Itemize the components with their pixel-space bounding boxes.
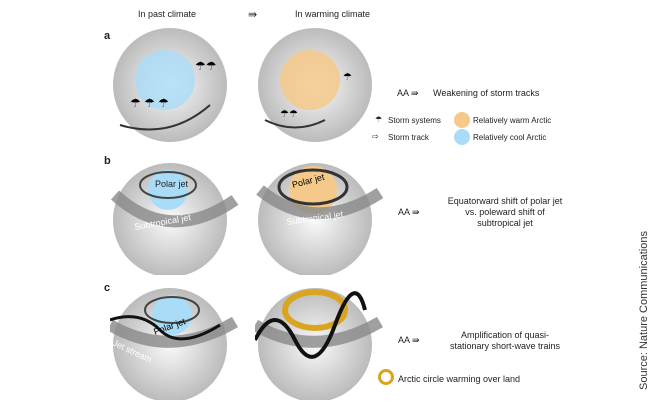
legend-cool: Relatively cool Arctic [473,133,547,142]
header-arrow: ⇛ [248,9,258,21]
panel-c-line: Amplification of quasi- [460,330,550,340]
legend-storm-systems: Storm systems [388,116,441,125]
legend-storm-track: Storm track [388,133,429,142]
svg-text:Polar jet: Polar jet [155,179,189,189]
cool-arctic [135,50,195,110]
source-credit: Source: Nature Communications [638,231,650,390]
warm-arctic [280,50,340,110]
panel-c-text: Amplification of quasi- stationary short… [430,330,580,352]
legend-arctic-land: Arctic circle warming over land [398,374,521,384]
cool-arctic-swatch [454,129,470,145]
panel-a-label: a [104,30,111,42]
arctic-land-swatch [378,369,394,385]
panel-c-line: stationary short-wave trains [449,341,561,351]
panel-b-line: Equatorward shift of polar jet [447,196,563,206]
svg-text:☂☂: ☂☂ [195,59,217,73]
storm-systems-icon: ☂ [375,115,383,124]
panel-b-label: b [104,155,111,167]
panel-b-text: Equatorward shift of polar jet vs. polew… [430,196,580,229]
warm-arctic-swatch [454,112,470,128]
panel-b-line: vs. poleward shift of [465,207,545,217]
panel-c-aa: AA ⇛ [398,335,420,345]
panel-a-aa: AA ⇛ [397,88,419,98]
svg-text:☂ ☂ ☂: ☂ ☂ ☂ [130,96,169,110]
globe-a-past: ☂ ☂ ☂ ☂☂ [113,28,227,142]
header-warming: In warming climate [295,9,371,19]
panel-b-line: subtropical jet [477,218,533,228]
svg-text:☂: ☂ [343,72,352,83]
panel-c-label: c [104,282,111,294]
legend-warm: Relatively warm Arctic [473,116,552,125]
globe-a-warming: ☂☂☂ [258,28,372,142]
header-past: In past climate [138,9,197,19]
panel-a-text: Weakening of storm tracks [433,88,540,98]
storm-track-icon: ⇨ [372,132,379,141]
svg-text:☂☂: ☂☂ [280,109,298,120]
globe-c-warming [255,288,384,400]
panel-b-aa: AA ⇛ [398,207,420,217]
